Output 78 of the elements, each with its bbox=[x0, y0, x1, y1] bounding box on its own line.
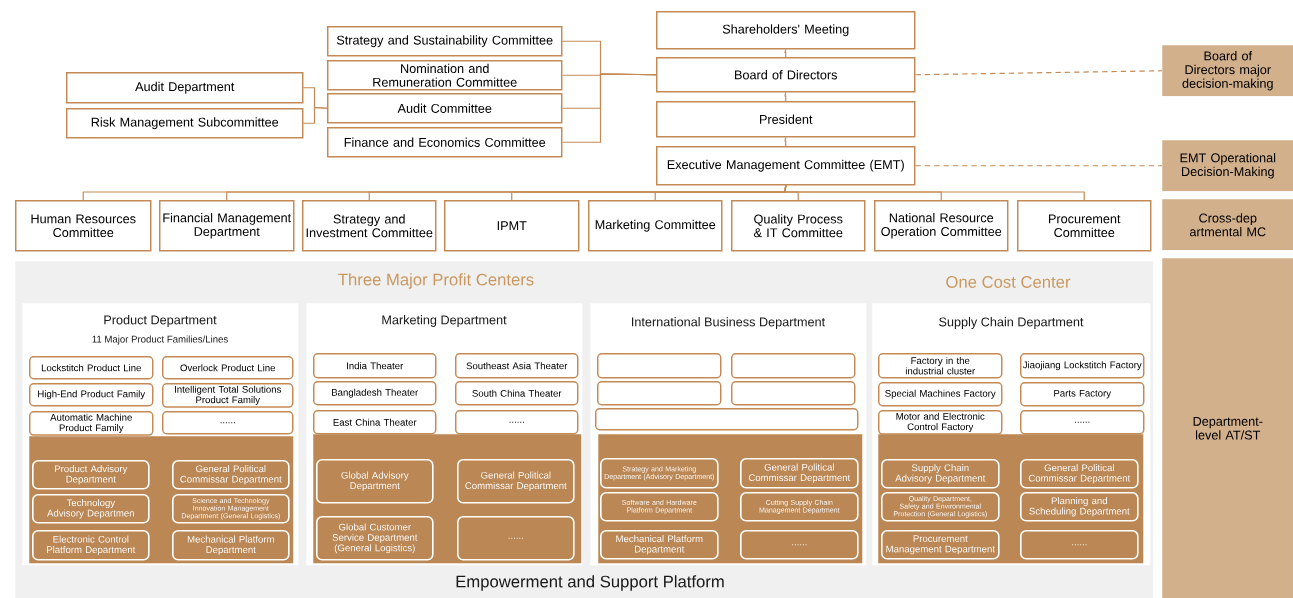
unit-box: ...... bbox=[162, 411, 294, 435]
org-box: Risk Management Subcommittee bbox=[66, 108, 304, 139]
org-box: Marketing Committee bbox=[588, 200, 723, 252]
unit-box: India Theater bbox=[313, 353, 437, 379]
support-unit-box: Technology Advisory Departmen bbox=[32, 494, 150, 524]
unit-box bbox=[595, 408, 859, 431]
section-heading: One Cost Center bbox=[946, 276, 1071, 288]
support-unit-box: Supply Chain Advisory Department bbox=[881, 459, 1000, 489]
unit-box: Bangladesh Theater bbox=[313, 381, 437, 406]
org-box: Human Resources Committee bbox=[15, 200, 152, 252]
dashed-connector bbox=[914, 70, 1163, 76]
support-unit-box: Mechanical Platform Department bbox=[172, 530, 290, 561]
unit-box: Intelligent Total Solutions Product Family bbox=[162, 383, 294, 408]
support-unit-box: Procurement Management Department bbox=[881, 530, 1000, 560]
connector-line bbox=[784, 184, 1085, 201]
org-box: National Resource Operation Committee bbox=[874, 200, 1009, 252]
section-heading: Three Major Profit Centers bbox=[338, 273, 534, 289]
connector-line bbox=[302, 106, 328, 124]
unit-box: Parts Factory bbox=[1020, 382, 1145, 407]
unit-box: Factory in the industrial cluster bbox=[878, 353, 1003, 379]
connector-line bbox=[561, 73, 657, 143]
unit-box: ...... bbox=[1020, 410, 1145, 435]
org-box: Strategy and Sustainability Committee bbox=[327, 26, 563, 57]
card-heading: International Business Department bbox=[632, 317, 826, 329]
card-heading: Product Department bbox=[104, 315, 217, 327]
unit-box: South China Theater bbox=[455, 381, 579, 406]
org-box: Quality Process & IT Committee bbox=[731, 200, 866, 252]
connector-line bbox=[784, 136, 787, 147]
support-unit-box: ...... bbox=[740, 530, 859, 560]
support-unit-box: Planning and Scheduling Department bbox=[1020, 492, 1139, 522]
org-box: Audit Department bbox=[66, 72, 304, 104]
section-heading: Empowerment and Support Platform bbox=[456, 575, 724, 591]
org-box: President bbox=[656, 101, 916, 138]
org-box: IPMT bbox=[444, 200, 580, 252]
org-box: Finance and Economics Committee bbox=[327, 127, 563, 158]
support-unit-box: General Political Commissar Department bbox=[740, 458, 859, 489]
connector-line bbox=[784, 91, 787, 102]
unit-box: Automatic Machine Product Family bbox=[29, 411, 154, 436]
org-box: Strategy and Investment Committee bbox=[302, 200, 437, 252]
support-unit-box: ...... bbox=[1020, 530, 1139, 560]
level-label-box: Department-level AT/ST bbox=[1162, 258, 1293, 598]
unit-box: Motor and Electronic Control Factory bbox=[878, 410, 1003, 435]
support-unit-box: Mechanical Platform Department bbox=[600, 530, 719, 560]
org-box: Nomination and Remuneration Committee bbox=[327, 60, 563, 91]
unit-box: Southeast Asia Theater bbox=[455, 353, 579, 379]
org-box: Procurement Committee bbox=[1017, 200, 1152, 252]
org-box: Executive Management Committee (EMT) bbox=[656, 146, 916, 186]
org-box: Audit Committee bbox=[327, 93, 563, 124]
support-unit-box: Global Customer Service Department (General Logistics) bbox=[316, 516, 434, 561]
unit-box: Lockstitch Product Line bbox=[29, 356, 154, 380]
support-unit-box: General Political Commissar Department bbox=[1020, 459, 1139, 489]
org-box: Financial Management Department bbox=[159, 200, 295, 252]
card-heading: Supply Chain Department bbox=[939, 317, 1084, 329]
unit-box: Overlock Product Line bbox=[162, 356, 294, 380]
unit-box: Jiaojiang Lockstitch Factory bbox=[1020, 353, 1145, 379]
dashed-connector bbox=[914, 165, 1163, 167]
unit-box: ...... bbox=[455, 410, 579, 435]
org-box: Board of Directors bbox=[656, 57, 916, 93]
support-unit-box: Electronic Control Platform Department bbox=[32, 530, 150, 561]
level-label-box: Board of Directors major decision-making bbox=[1162, 45, 1293, 97]
unit-box bbox=[731, 381, 856, 406]
card-subtitle: 11 Major Product Families/Lines bbox=[92, 335, 228, 345]
level-label-box: Cross-dep artmental MC bbox=[1162, 199, 1293, 251]
unit-box: East China Theater bbox=[313, 410, 437, 435]
support-unit-box: Product Advisory Department bbox=[32, 460, 150, 490]
org-box: Shareholders' Meeting bbox=[656, 11, 916, 50]
unit-box bbox=[731, 353, 856, 379]
support-unit-box: General Political Commissar Department bbox=[172, 460, 290, 490]
unit-box bbox=[597, 353, 722, 379]
support-unit-box: Global Advisory Department bbox=[316, 459, 434, 504]
connector-line bbox=[784, 48, 787, 58]
unit-box: High-End Product Family bbox=[29, 383, 154, 407]
support-unit-box: General Political Commissar Department bbox=[457, 459, 575, 504]
support-unit-box: ...... bbox=[457, 516, 575, 561]
card-heading: Marketing Department bbox=[382, 315, 507, 327]
unit-box bbox=[597, 381, 722, 406]
unit-box: Special Machines Factory bbox=[878, 382, 1003, 407]
level-label-box: EMT Operational Decision-Making bbox=[1162, 140, 1293, 192]
